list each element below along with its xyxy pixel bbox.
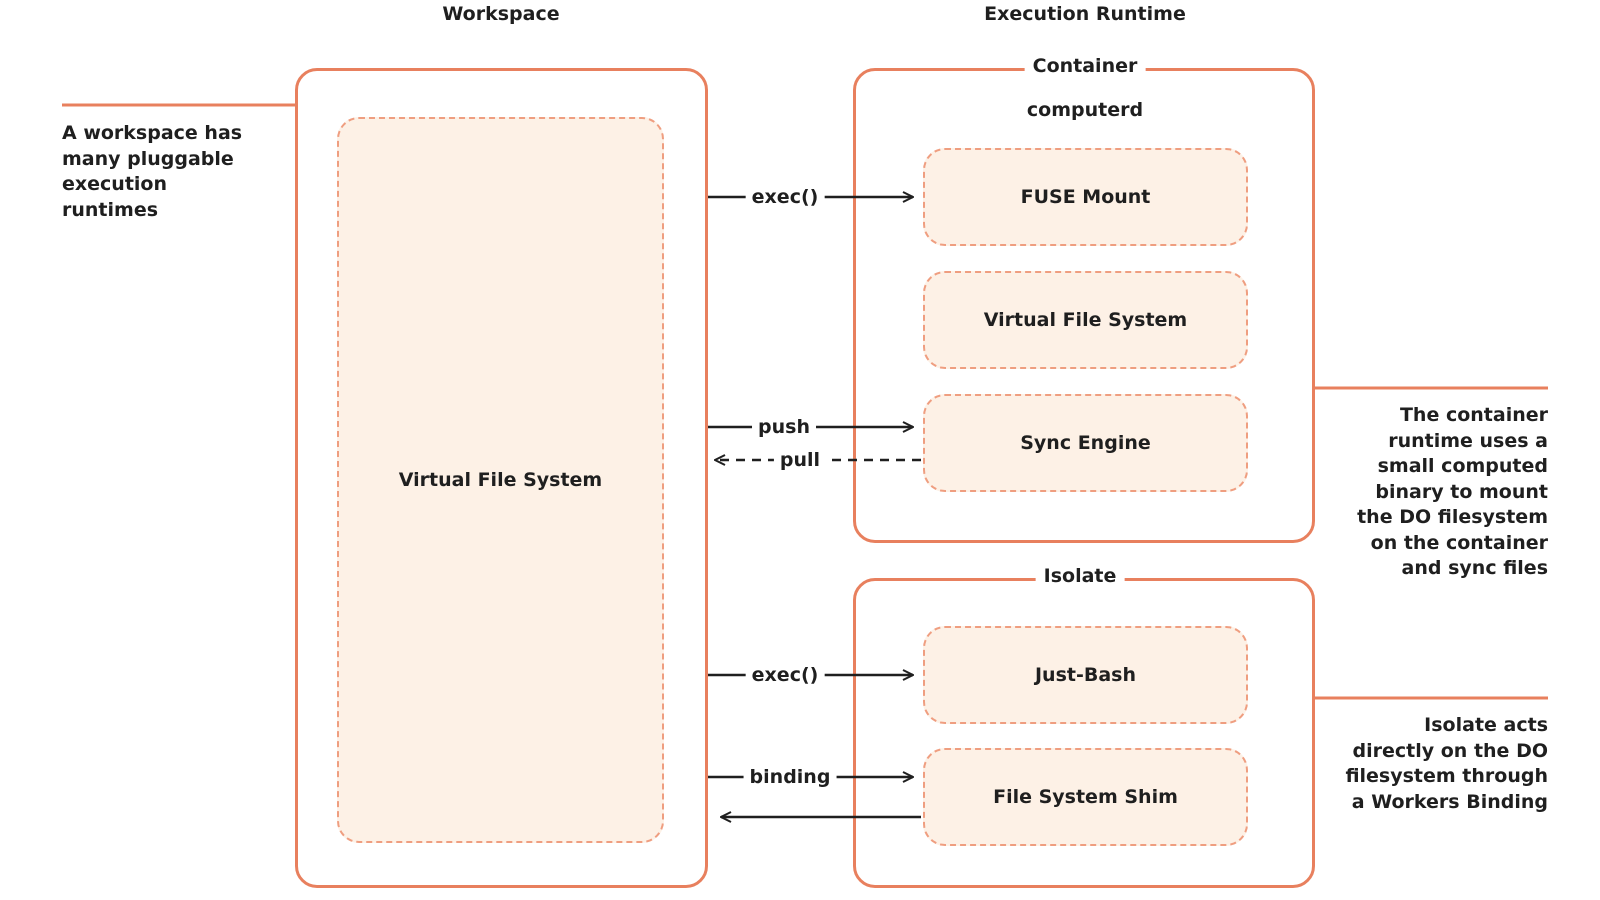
just-bash-label: Just-Bash [1034, 664, 1136, 686]
just-bash-node: Just-Bash [923, 626, 1248, 724]
isolate-note-text: Isolate acts directly on the DO filesyst… [1345, 714, 1548, 813]
workspace-vfs-node: Virtual File System [337, 117, 664, 843]
container-vfs-label: Virtual File System [983, 309, 1188, 331]
sync-engine-node: Sync Engine [923, 394, 1248, 492]
workspace-note-text: A workspace has many pluggable execution… [62, 122, 243, 221]
fs-shim-node: File System Shim [923, 748, 1248, 846]
exec-container-label: exec() [745, 185, 825, 209]
computerd-label: computerd [1026, 99, 1144, 121]
isolate-note: Isolate acts directly on the DO filesyst… [1345, 713, 1548, 815]
container-note: The container runtime uses a small compu… [1357, 403, 1548, 582]
workspace-vfs-label: Virtual File System [398, 469, 603, 491]
pull-label: pull [773, 448, 827, 472]
fuse-mount-label: FUSE Mount [1020, 186, 1151, 208]
fuse-mount-node: FUSE Mount [923, 148, 1248, 246]
sync-engine-label: Sync Engine [1020, 432, 1151, 454]
container-vfs-node: Virtual File System [923, 271, 1248, 369]
binding-label: binding [743, 765, 837, 789]
workspace-header: Workspace [442, 3, 560, 25]
container-note-text: The container runtime uses a small compu… [1357, 404, 1548, 579]
execution-runtime-header: Execution Runtime [984, 3, 1186, 25]
push-label: push [752, 415, 816, 439]
isolate-label: Isolate [1035, 564, 1125, 588]
fs-shim-label: File System Shim [993, 786, 1178, 808]
exec-isolate-label: exec() [745, 663, 825, 687]
workspace-note: A workspace has many pluggable execution… [62, 121, 242, 223]
container-label: Container [1024, 54, 1146, 78]
